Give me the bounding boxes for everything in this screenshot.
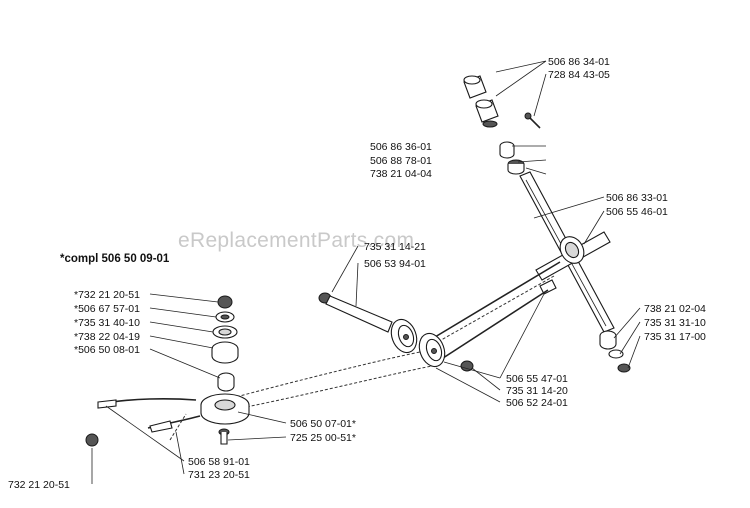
label-732-21-20-51-star: *732 21 20-51 — [74, 289, 140, 301]
label-506-67-57-01: *506 67 57-01 — [74, 303, 140, 315]
label-506-88-78-01: 506 88 78-01 — [370, 155, 432, 167]
left-cable-part — [97, 398, 201, 441]
label-738-21-02-04: 738 21 02-04 — [644, 303, 706, 315]
label-506-50-07-01: 506 50 07-01* — [290, 418, 356, 430]
pulley-bolt-part — [218, 428, 230, 445]
label-506-55-47-01: 506 55 47-01 — [506, 373, 568, 385]
drive-cable-part — [419, 261, 561, 361]
label-731-23-20-51: 731 23 20-51 — [188, 469, 250, 481]
knob-cap-part — [463, 75, 499, 128]
idler-nut-part — [460, 360, 474, 372]
watermark-text: eReplacementParts.com — [178, 229, 414, 252]
label-735-31-40-10: *735 31 40-10 — [74, 317, 140, 329]
label-506-53-94-01: 506 53 94-01 — [364, 258, 426, 270]
label-506-55-46-01: 506 55 46-01 — [606, 206, 668, 218]
idler-pulley-part — [390, 318, 446, 368]
label-735-31-17-00: 735 31 17-00 — [644, 331, 706, 343]
shaft-lower-nut-part — [599, 330, 631, 373]
bracket-clip-part — [539, 279, 557, 295]
label-728-84-43-05: 728 84 43-05 — [548, 69, 610, 81]
screw-part — [524, 112, 541, 129]
left-stack-part — [211, 295, 239, 392]
label-735-31-14-21: 735 31 14-21 — [364, 241, 426, 253]
label-506-86-34-01: 506 86 34-01 — [548, 56, 610, 68]
leader-lines — [91, 60, 641, 484]
label-506-86-36-01: 506 86 36-01 — [370, 141, 432, 153]
kit-label: *compl 506 50 09-01 — [60, 253, 170, 265]
label-506-86-33-01: 506 86 33-01 — [606, 192, 668, 204]
shaft-bracket-part — [535, 231, 611, 281]
main-pulley-part — [200, 393, 250, 425]
idler-rod-part — [318, 292, 393, 333]
part-number-labels: 506 86 34-01 728 84 43-05 506 86 36-01 5… — [8, 56, 706, 491]
drive-belt-part — [231, 351, 433, 411]
label-738-22-04-19: *738 22 04-19 — [74, 331, 140, 343]
label-506-58-91-01: 506 58 91-01 — [188, 456, 250, 468]
label-506-52-24-01: 506 52 24-01 — [506, 397, 568, 409]
label-738-21-04-04: 738 21 04-04 — [370, 168, 432, 180]
label-506-50-08-01: *506 50 08-01 — [74, 344, 140, 356]
label-732-21-20-51: 732 21 20-51 — [8, 479, 70, 491]
left-nut-part — [85, 433, 99, 447]
label-725-25-00-51: 725 25 00-51* — [290, 432, 356, 444]
shaft-bushing-part — [499, 141, 525, 175]
label-735-31-14-20: 735 31 14-20 — [506, 385, 568, 397]
label-735-31-31-10: 735 31 31-10 — [644, 317, 706, 329]
